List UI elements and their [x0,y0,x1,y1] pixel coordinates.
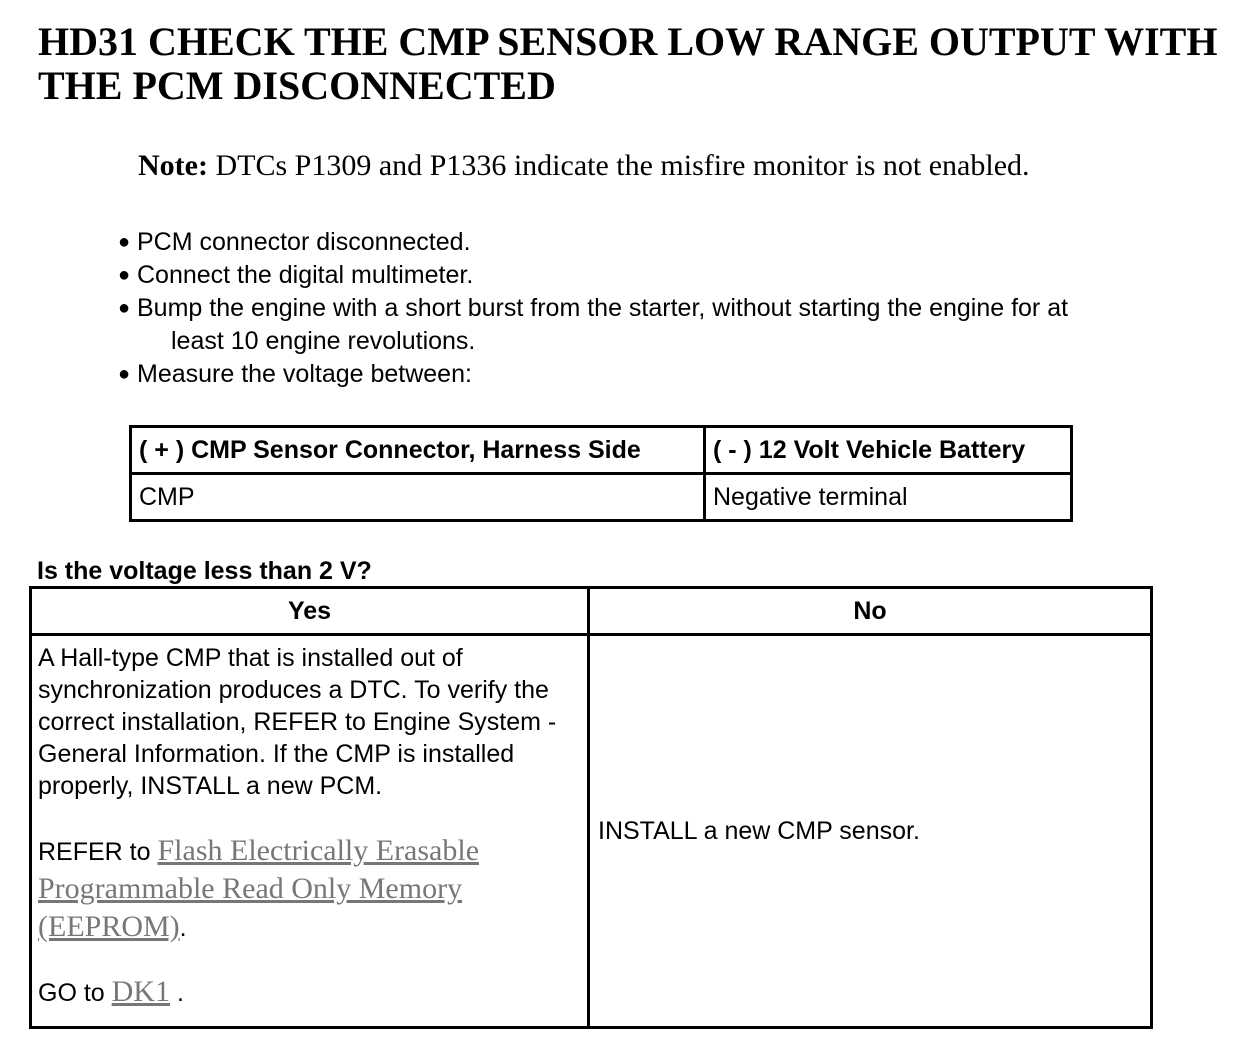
bullet-icon: ● [118,264,131,286]
note-label: Note: [138,149,208,182]
page-title: HD31 CHECK THE CMP SENSOR LOW RANGE OUTP… [38,19,1218,108]
bullet-icon: ● [118,231,131,253]
refer-suffix: . [179,914,187,942]
yes-header: Yes [29,586,590,636]
step-text: Bump the engine with a short burst from … [137,294,1069,322]
yes-cell: A Hall-type CMP that is installed out of… [29,633,590,1029]
goto-suffix: . [176,979,184,1007]
list-item: ● PCM connector disconnected. [118,226,1198,259]
list-item: ● Bump the engine with a short burst fro… [118,292,1198,358]
goto-prefix: GO to [38,979,105,1007]
column-header-positive: ( + ) CMP Sensor Connector, Harness Side [129,425,706,475]
step-text: Connect the digital multimeter. [137,261,474,289]
table-cell: CMP [129,472,706,522]
decision-table: Yes No A Hall-type CMP that is installed… [29,586,1153,1029]
no-cell: INSTALL a new CMP sensor. [587,633,1153,1029]
table-header-row: Yes No [29,586,1153,636]
step-text: PCM connector disconnected. [137,228,471,256]
step-text-continuation: least 10 engine revolutions. [171,327,476,355]
yes-paragraph: A Hall-type CMP that is installed out of… [38,644,557,800]
bullet-icon: ● [118,297,131,319]
bullet-icon: ● [118,363,131,385]
table-row: CMP Negative terminal [129,472,1073,522]
eeprom-link[interactable]: Flash Electrically Erasable Programmable… [38,834,480,943]
refer-line: REFER to Flash Electrically Erasable Pro… [38,832,581,946]
list-item: ● Connect the digital multimeter. [118,259,1198,292]
table-header-row: ( + ) CMP Sensor Connector, Harness Side… [129,425,1073,475]
question: Is the voltage less than 2 V? [37,557,372,585]
goto-line: GO to DK1 . [38,976,581,1009]
step-text: Measure the voltage between: [137,360,472,388]
table-cell: Negative terminal [703,472,1073,522]
list-item: ● Measure the voltage between: [118,358,1198,391]
measurement-table: ( + ) CMP Sensor Connector, Harness Side… [129,425,1073,522]
refer-prefix: REFER to [38,838,151,866]
step-list: ● PCM connector disconnected. ● Connect … [118,226,1198,391]
table-row: A Hall-type CMP that is installed out of… [29,633,1153,1029]
dk1-link[interactable]: DK1 [111,975,170,1008]
column-header-negative: ( - ) 12 Volt Vehicle Battery [703,425,1073,475]
note-text: DTCs P1309 and P1336 indicate the misfir… [215,149,1030,182]
note: Note: DTCs P1309 and P1336 indicate the … [138,147,1030,185]
no-header: No [587,586,1153,636]
